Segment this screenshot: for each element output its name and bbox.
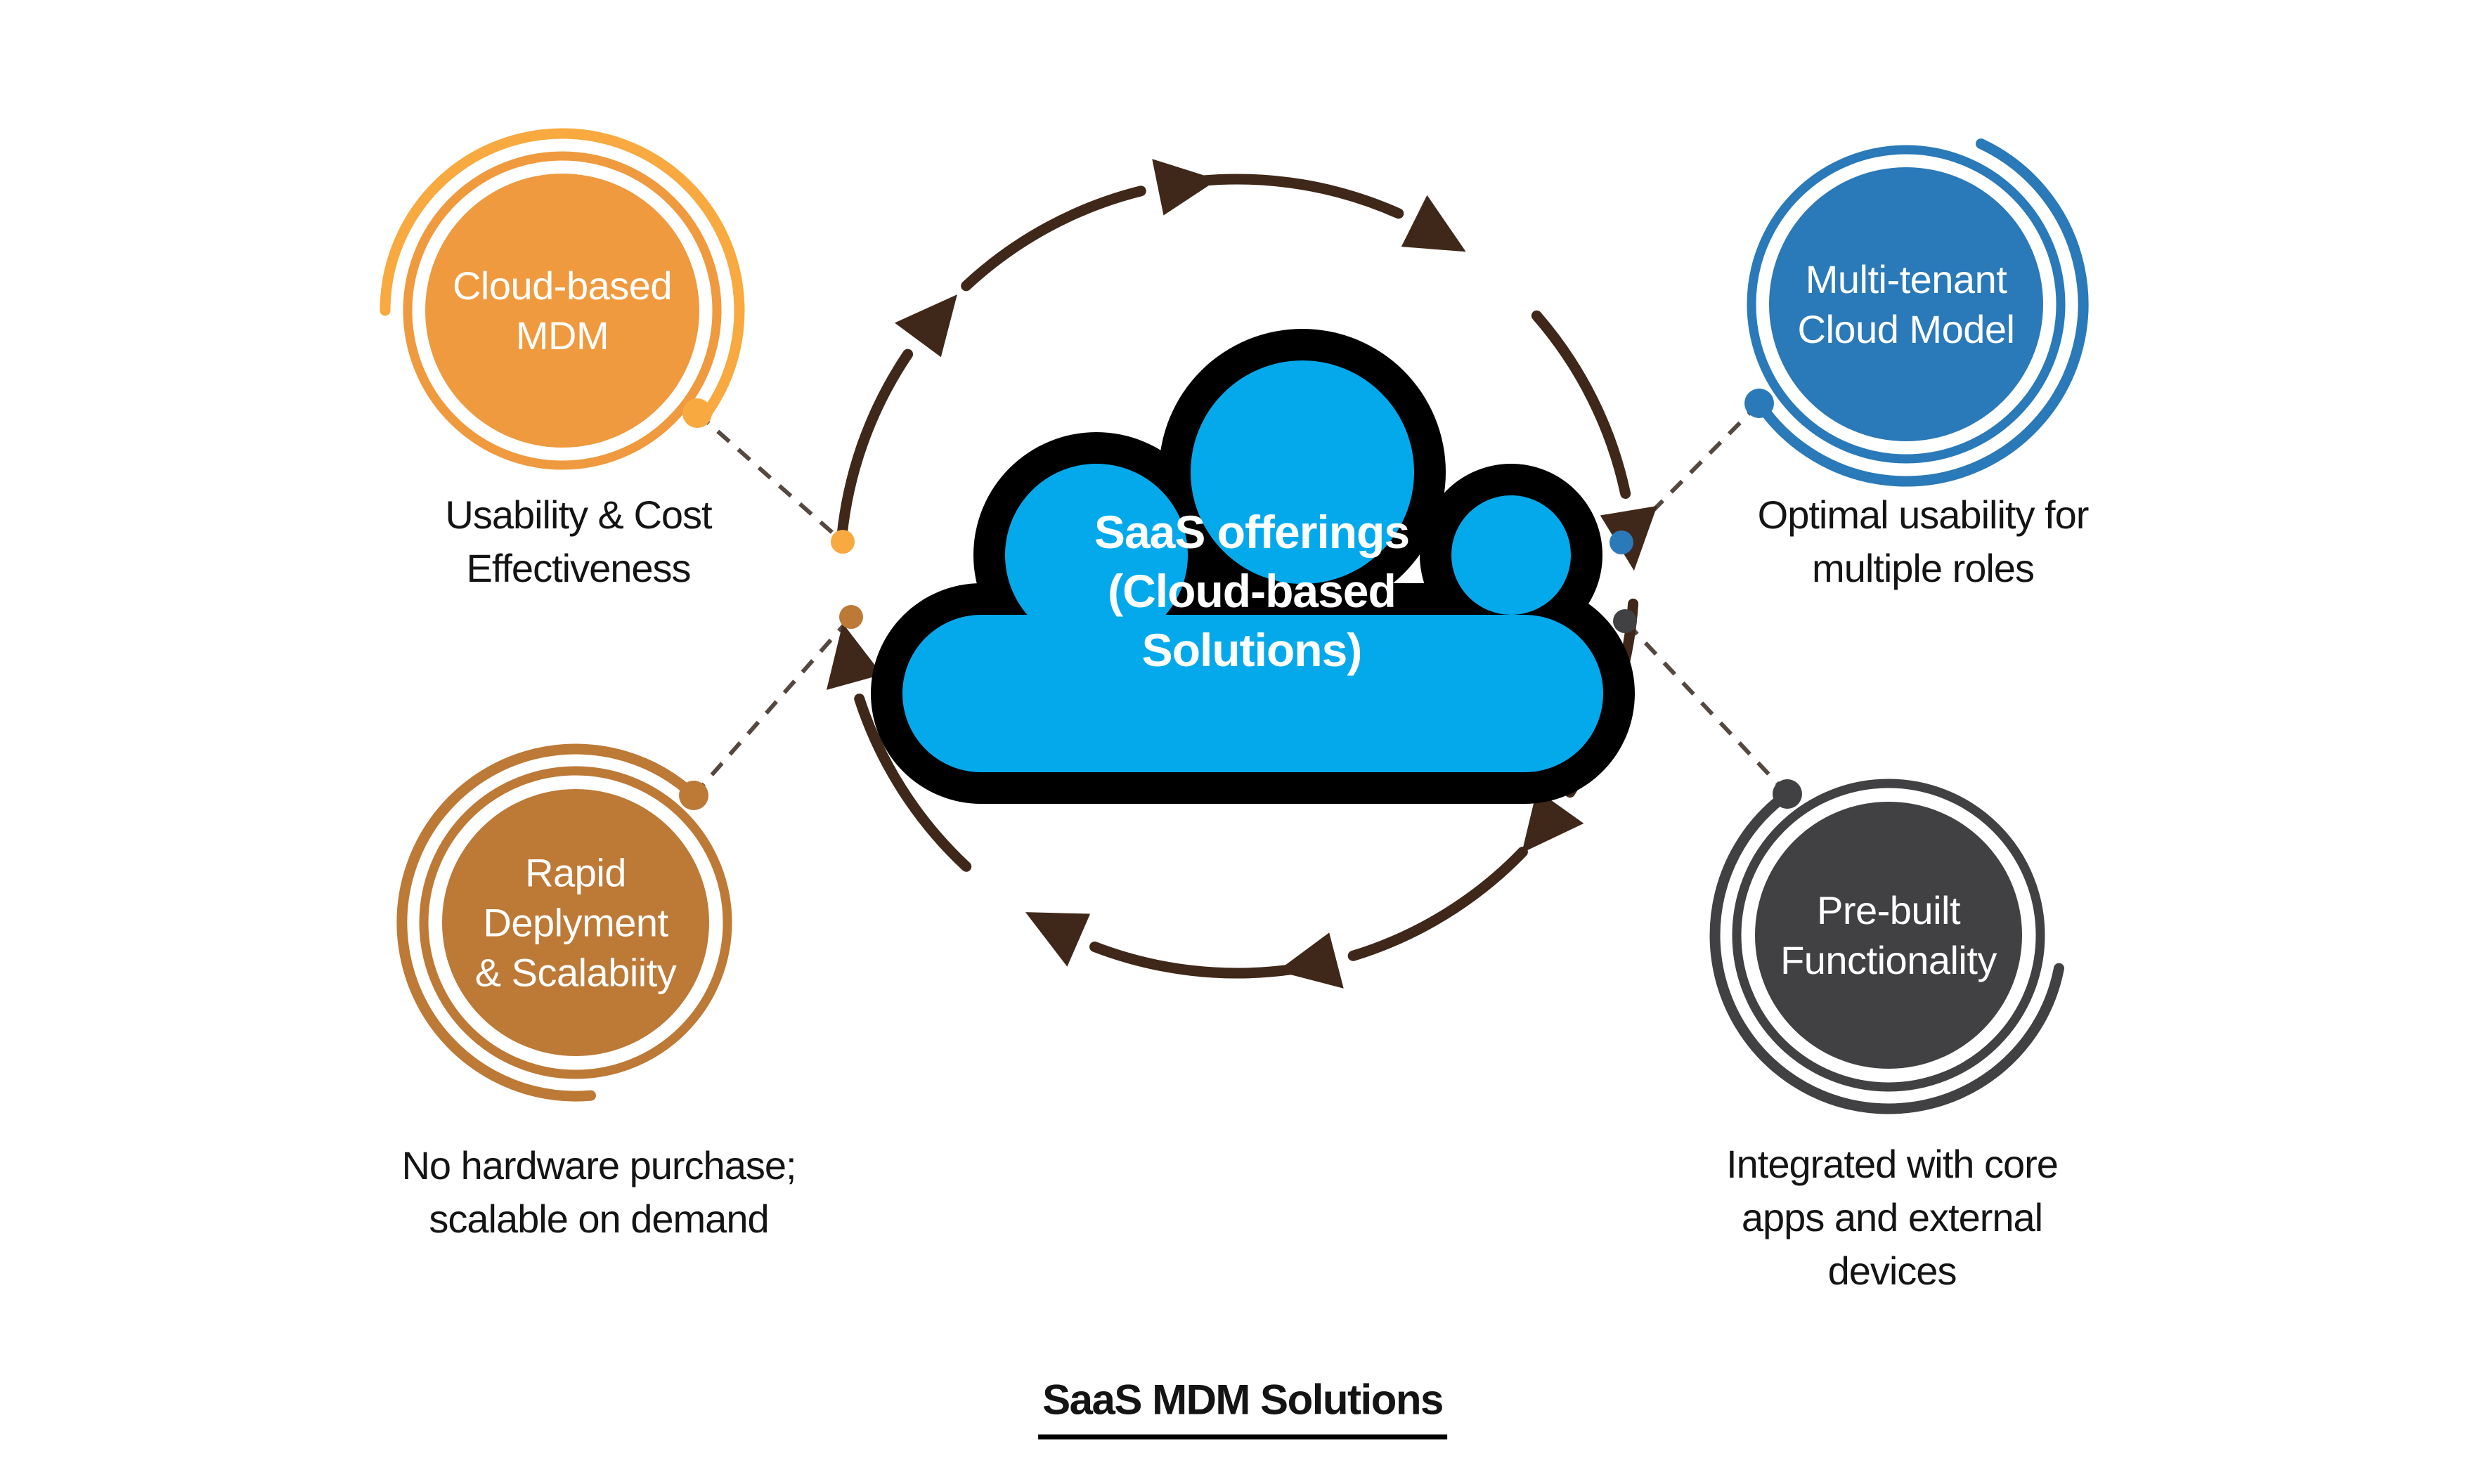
node-cloud-based-mdm [380,128,745,470]
rotation-arrowhead-icon [1401,195,1466,252]
caption-line: Usability & Cost [445,493,712,537]
caption-line: multiple roles [1812,546,2035,590]
node-pre-built-functionality [1709,779,2064,1114]
rotation-arc [1197,174,1404,219]
node-label-line: Deplyment [483,900,668,945]
cloud-body-bump-right [1451,495,1571,615]
rotation-arc [1089,942,1298,979]
rotation-arrowhead-icon [1522,790,1584,853]
node-circle [1755,802,2022,1069]
caption-cloud-based-mdm: Usability & Cost Effectiveness [445,488,712,595]
cloud-body [902,360,1603,772]
rotation-arrowhead-icon [1152,159,1218,216]
connector-lines [692,401,1789,797]
connector-dot [679,781,708,810]
node-label-line: MDM [515,313,609,358]
node-label-line: Cloud-based [452,263,673,308]
caption-pre-built: Integrated with core apps and external d… [1726,1138,2059,1298]
cloud-side-dots [831,530,1637,633]
caption-line: apps and external [1741,1195,2043,1239]
node-label-line: Multi-tenant [1805,257,2007,301]
connector-line-brown [692,616,853,797]
node-label-cloud-based-mdm: Cloud-based MDM [452,261,673,360]
node-swirl-arc [396,743,699,1102]
rotation-arrowhead-icon [894,294,957,358]
rotation-arc [1347,847,1528,961]
connector-dot [1744,389,1774,418]
node-ring [1732,779,2045,1092]
node-label-pre-built: Pre-built Functionality [1780,885,1997,985]
node-swirl-arc [380,128,745,425]
diagram-title: SaaS MDM Solutions [1038,1376,1447,1440]
caption-line: Optimal usability for [1757,493,2090,537]
node-label-rapid-deployment: Rapid Deplyment & Scalabiity [475,848,677,998]
cloud-body-base [902,615,1603,772]
cloud-label-line: (Cloud-based [1108,565,1397,617]
node-circle [425,174,699,448]
caption-line: Effectiveness [466,546,691,590]
node-label-line: Rapid [525,850,626,895]
connector-dot [831,530,855,554]
connector-dot [1610,531,1633,554]
cloud-label-line: Solutions) [1141,624,1363,676]
rotation-arrowhead-icon [1277,932,1344,989]
caption-line: devices [1827,1249,1957,1293]
cloud-body-bump-left [1005,464,1188,646]
node-swirl-arc [1754,138,2089,487]
connector-line-blue [1619,401,1761,545]
node-label-multi-tenant: Multi-tenant Cloud Model [1798,254,2015,354]
node-circle [442,789,709,1056]
rotation-arc [961,186,1146,292]
caption-line: Integrated with core [1726,1142,2059,1186]
caption-line: No hardware purchase; [401,1143,796,1187]
node-circle [1769,167,2043,441]
node-ring [419,766,732,1079]
caption-multi-tenant: Optimal usability for multiple roles [1757,488,2090,595]
cloud-body-bump-middle [1191,360,1414,584]
node-label-line: Pre-built [1816,888,1961,932]
rotation-arc [836,349,914,547]
node-swirl-arc [1709,788,2064,1114]
cloud-icon [871,329,1635,804]
connector-line-dark [1623,619,1789,796]
connector-line-orange [696,411,844,544]
caption-rapid-deployment: No hardware purchase; scalable on demand [401,1139,796,1246]
connector-dot [1613,609,1637,633]
rotation-arc [1531,310,1631,499]
node-label-line: Cloud Model [1797,307,2015,351]
connector-dot [682,398,712,428]
connector-dot [1773,779,1802,809]
caption-line: scalable on demand [429,1197,769,1241]
node-label-line: & Scalabiity [474,950,677,995]
rotation-arrowhead-icon [827,623,883,690]
rotation-arrowhead-icon [1025,912,1091,967]
cloud-label: SaaS offerings (Cloud-based Solutions) [1094,502,1410,679]
connector-dot [839,605,863,629]
rotation-arrows [827,159,1657,989]
cloud-label-line: SaaS offerings [1094,506,1410,558]
node-label-line: Functionality [1780,938,1997,982]
node-multi-tenant-cloud-model [1744,138,2089,487]
node-ring [403,151,722,470]
node-rapid-deployment [396,743,732,1102]
node-ring [1747,145,2066,464]
diagram-title-wrap: SaaS MDM Solutions [1038,1376,1447,1440]
rotation-arc [854,694,972,872]
